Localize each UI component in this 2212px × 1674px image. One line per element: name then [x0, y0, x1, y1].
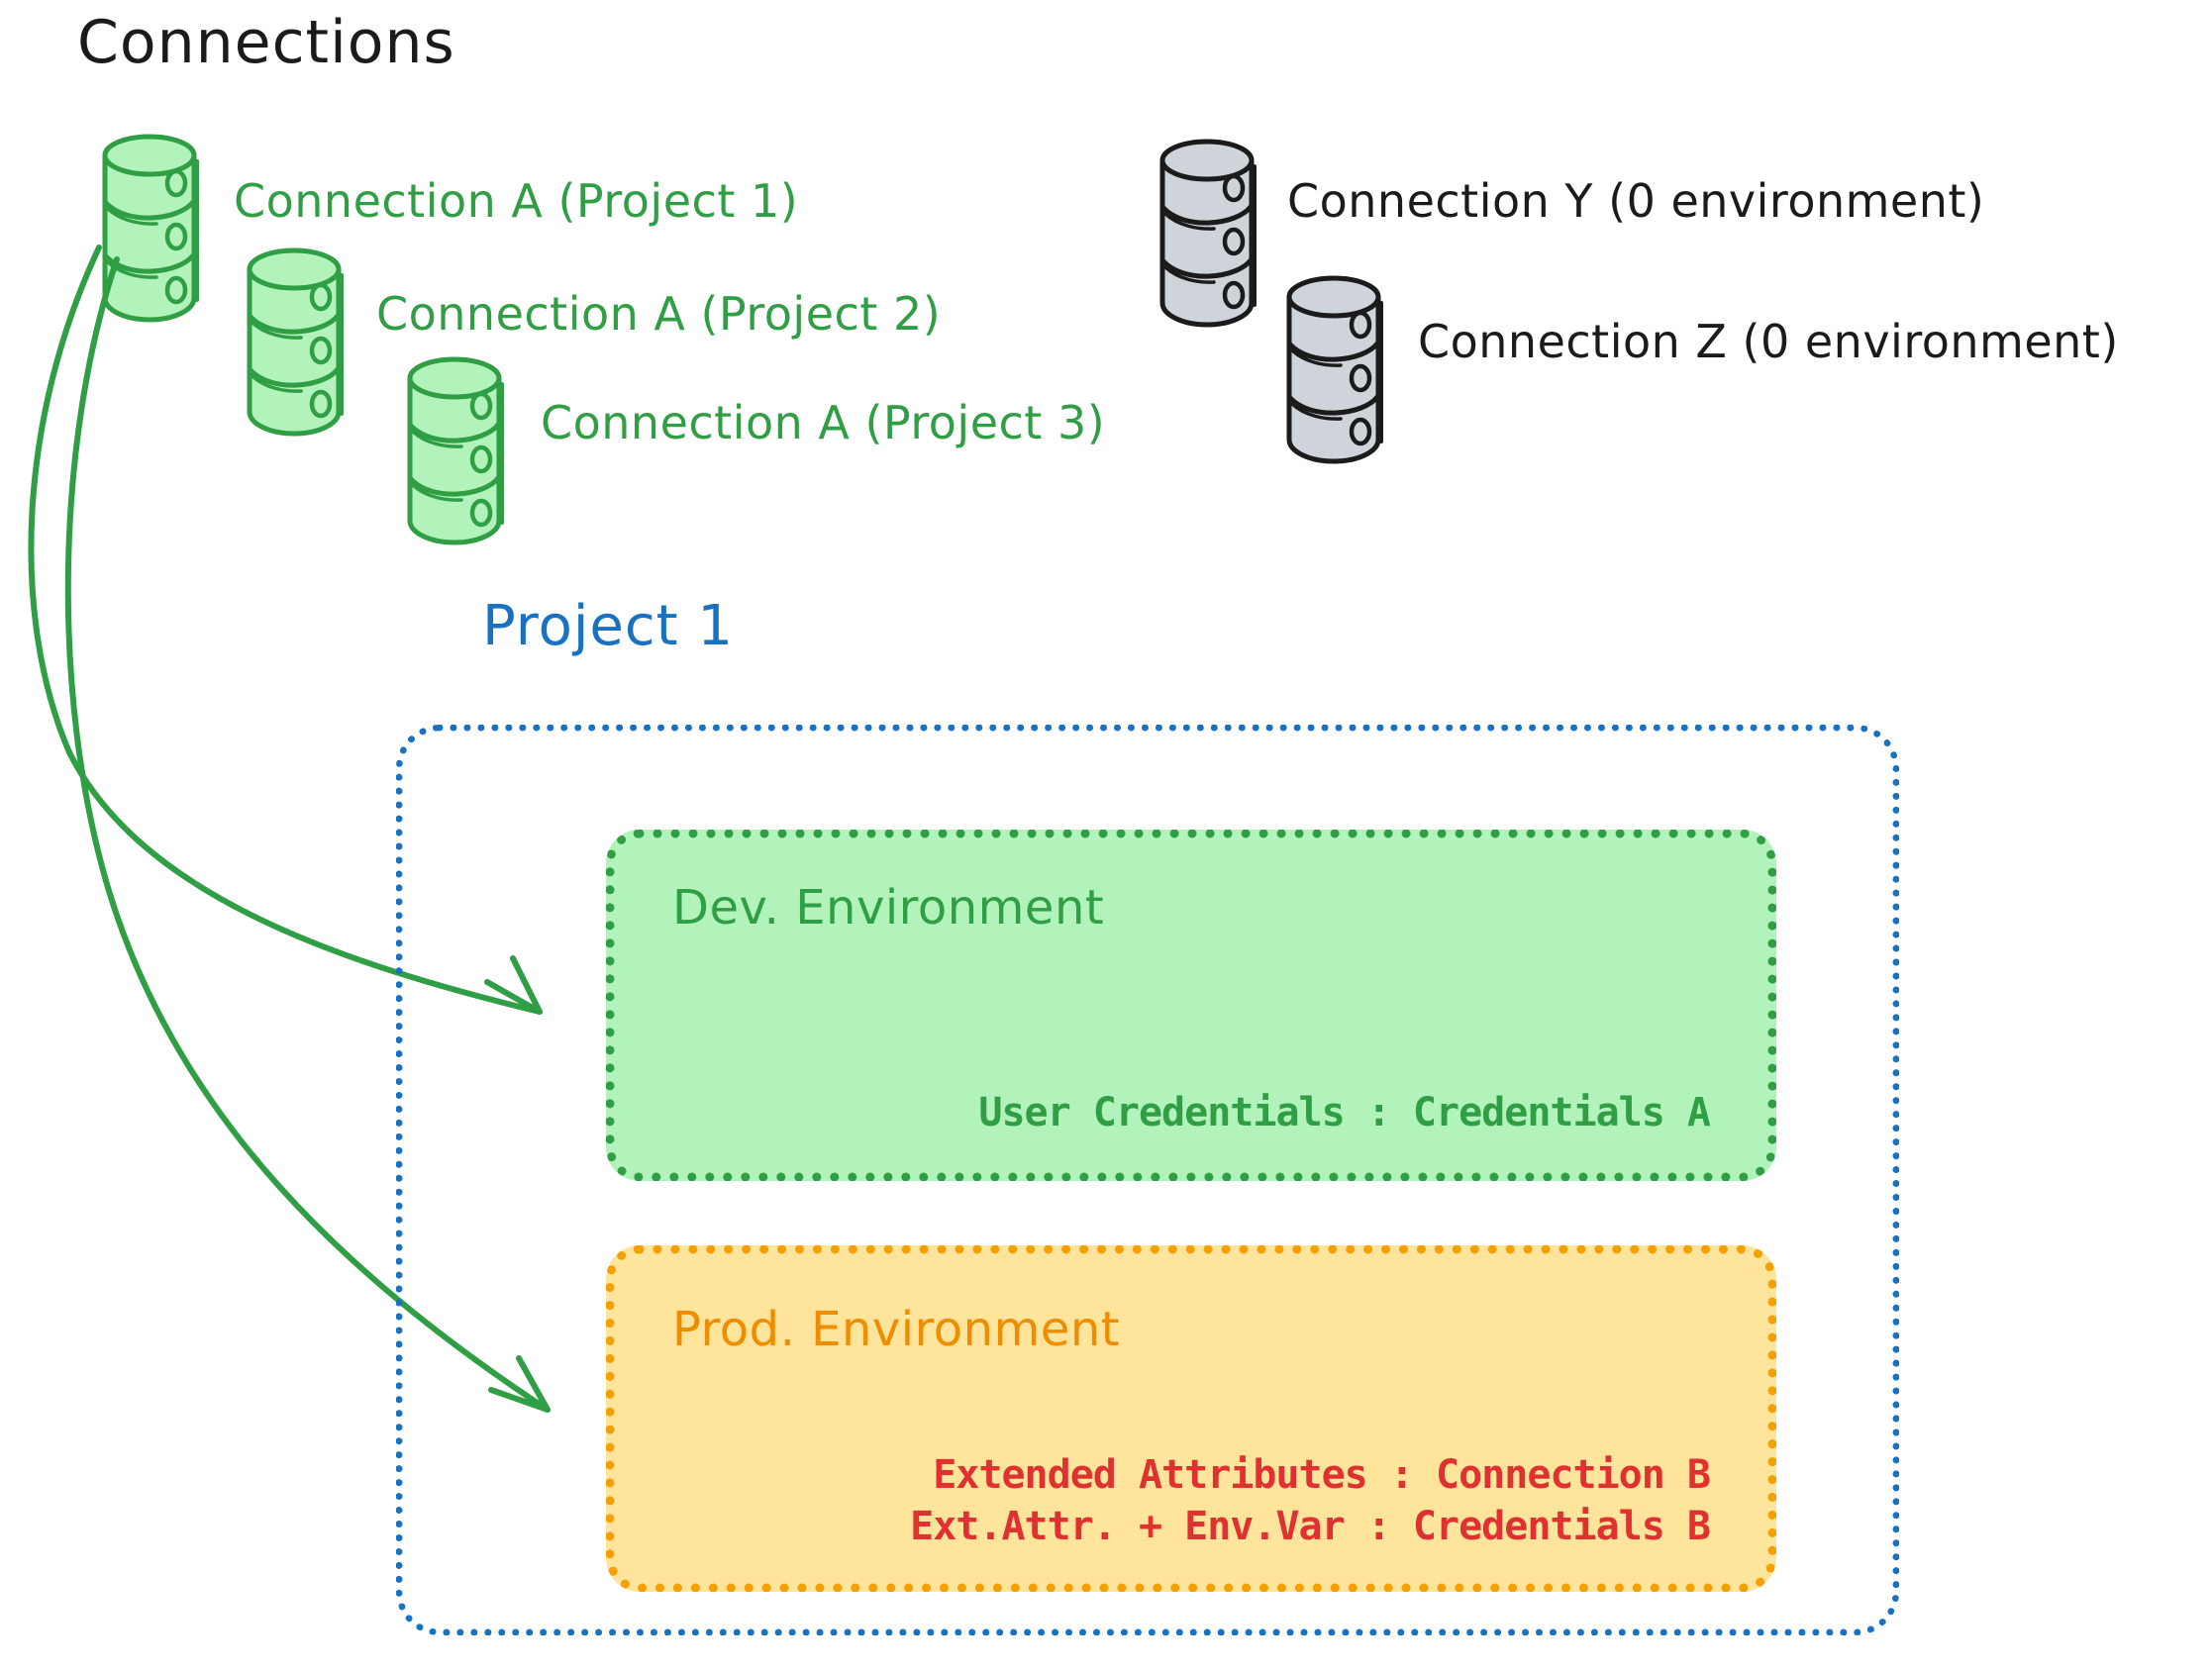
environment-detail-dev-user-credentials: User Credentials : Credentials A	[978, 1090, 1711, 1135]
arrow-conn-a-to-dev	[28, 245, 543, 1015]
database-icon-conn-a-project-2[interactable]	[250, 250, 342, 434]
database-icon-conn-a-project-3[interactable]	[410, 359, 502, 542]
environment-title-prod: Prod. Environment	[672, 1302, 1121, 1357]
page-title: Connections	[77, 8, 455, 77]
connection-label-a-project-2[interactable]: Connection A (Project 2)	[376, 287, 942, 341]
connection-label-z[interactable]: Connection Z (0 environment)	[1418, 315, 2119, 368]
environment-detail-prod-extended-attributes: Extended Attributes : Connection B	[933, 1452, 1711, 1498]
database-icon-conn-y[interactable]	[1162, 142, 1255, 325]
connection-label-a-project-1[interactable]: Connection A (Project 1)	[234, 174, 799, 228]
environment-detail-prod-ext-attr-env-var: Ext.Attr. + Env.Var : Credentials B	[910, 1504, 1711, 1549]
database-icon-conn-z[interactable]	[1289, 278, 1381, 461]
database-icon-conn-a-project-1[interactable]	[105, 137, 197, 320]
project-container	[396, 725, 1899, 1635]
environment-box-dev[interactable]: Dev. Environment User Credentials : Cred…	[606, 830, 1776, 1181]
environment-title-dev: Dev. Environment	[672, 880, 1105, 935]
connection-label-y[interactable]: Connection Y (0 environment)	[1287, 174, 1985, 228]
arrow-conn-a-to-prod	[64, 256, 551, 1413]
environment-box-prod[interactable]: Prod. Environment Extended Attributes : …	[606, 1245, 1776, 1592]
connection-label-a-project-3[interactable]: Connection A (Project 3)	[541, 396, 1106, 449]
project-title: Project 1	[482, 594, 735, 658]
